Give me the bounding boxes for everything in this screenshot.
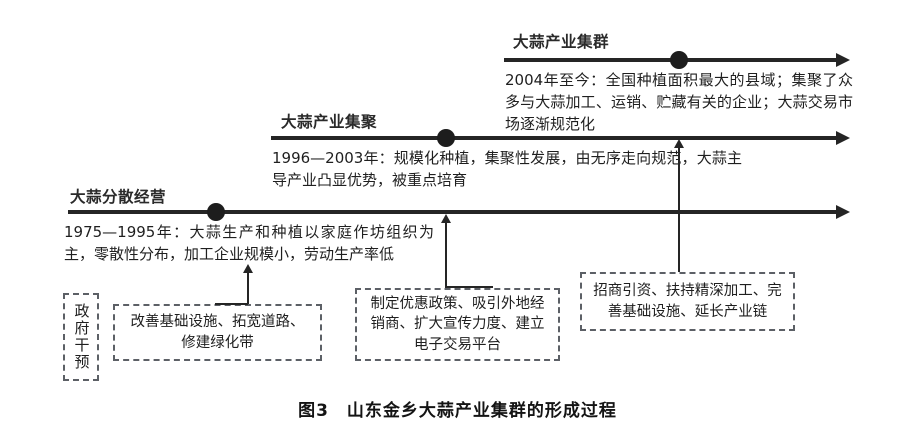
stage-description-industry-agglomeration: 1996—2003年：规模化种植，集聚性发展，由无序走向规范，大蒜主导产业凸显优… — [272, 149, 742, 189]
timeline-arrow-industry-cluster — [836, 53, 850, 67]
timeline-dot-industry-agglomeration — [437, 129, 455, 147]
measure-box-policy-incentives: 制定优惠政策、吸引外地经销商、扩大宣传力度、建立电子交易平台 — [355, 288, 560, 361]
figure-caption: 图3 山东金乡大蒜产业集群的形成过程 — [298, 401, 617, 421]
timeline-arrow-scattered-operation — [836, 205, 850, 219]
connector-arrow-investment-attraction — [674, 139, 684, 148]
timeline-industry-agglomeration — [271, 136, 838, 140]
timeline-dot-scattered-operation — [207, 203, 225, 221]
connector-line-infrastructure — [247, 272, 249, 304]
stage-description-industry-cluster: 2004年至今：全国种植面积最大的县域；集聚了众多与大蒜加工、运销、贮藏有关的企… — [505, 71, 853, 133]
timeline-scattered-operation — [68, 210, 838, 214]
measure-box-infrastructure: 改善基础设施、拓宽道路、修建绿化带 — [113, 304, 322, 361]
stage-label-scattered-operation: 大蒜分散经营 — [70, 188, 167, 206]
connector-line-policy-incentives — [445, 222, 447, 288]
connector-arrow-policy-incentives — [441, 214, 451, 223]
stage-description-scattered-operation: 1975—1995年：大蒜生产和种植以家庭作坊组织为主，零散性分布，加工企业规模… — [64, 223, 434, 263]
connector-line-investment-attraction — [678, 147, 680, 272]
connector-arrow-infrastructure — [243, 264, 253, 273]
connector-elbow-infrastructure — [215, 303, 248, 305]
measure-box-investment-attraction: 招商引资、扶持精深加工、完善基础设施、延长产业链 — [580, 272, 795, 331]
government-intervention-box: 政府干预 — [63, 293, 99, 381]
stage-label-industry-agglomeration: 大蒜产业集聚 — [281, 113, 378, 131]
timeline-arrow-industry-agglomeration — [836, 131, 850, 145]
timeline-dot-industry-cluster — [670, 51, 688, 69]
stage-label-industry-cluster: 大蒜产业集群 — [513, 33, 610, 51]
connector-elbow-policy-incentives — [445, 286, 493, 288]
